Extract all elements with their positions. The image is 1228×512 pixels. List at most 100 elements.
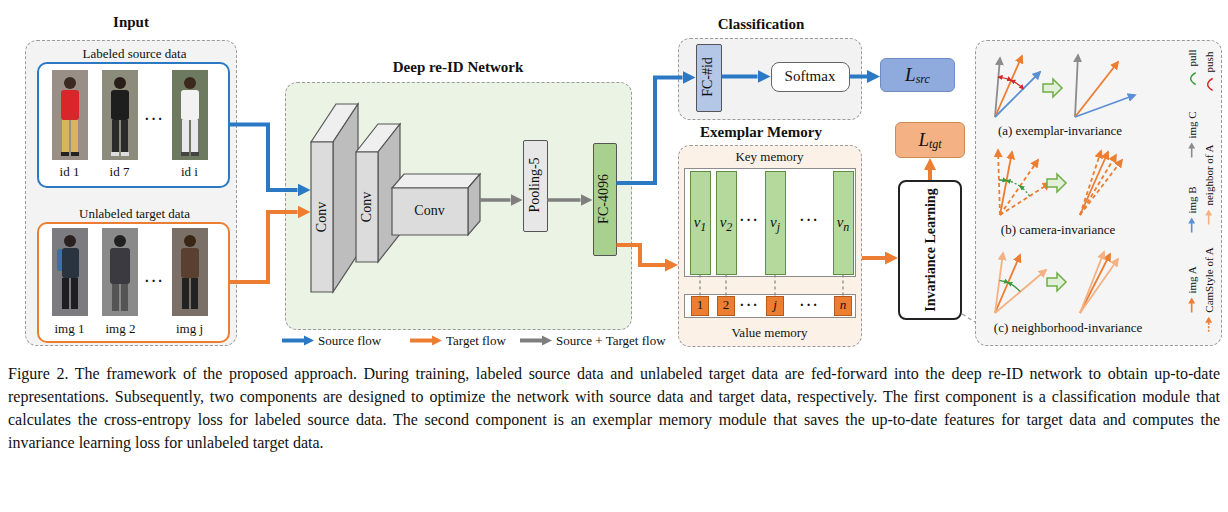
legend-label: img A [1186,266,1199,293]
legend-label: push [1203,52,1216,73]
node-label: src [916,73,930,87]
legend-label: Target flow [446,334,506,349]
flow-connector [774,275,775,296]
flow-connector [480,198,511,202]
node-label: ··· [144,111,164,127]
fc-layer: FC-#id [696,44,722,112]
legend-sample [1187,71,1197,87]
legend-item: push [1203,52,1216,93]
push-arc [998,77,1011,80]
figure-caption: Figure 2. The framework of the proposed … [8,362,1220,454]
person-leg [121,284,128,311]
value-slot: 2 [717,296,735,316]
person-leg [191,278,198,309]
value-slot: n [834,296,852,316]
node-label: tgt [929,138,942,152]
step-arrow [1047,273,1066,291]
node-label: 1 [700,221,706,235]
person-photo [52,228,88,316]
legend-item: pull [1186,49,1199,86]
person-foot [121,152,129,156]
block-face [311,142,333,292]
feature-vector [1075,62,1118,117]
legend-label: CamStyle of A [1203,247,1216,312]
value-slot: 1 [691,296,709,316]
flow-connector [699,275,700,296]
node-label: Conv [414,203,444,219]
sample-head [1188,218,1195,224]
text-row: Softmax [772,63,849,91]
node-label: FC-4096 [596,174,612,224]
flow-connector [548,198,581,202]
person-torso [181,90,199,120]
fc-layer: FC-4096 [593,143,617,256]
flow-connector [617,78,683,184]
node-label: j [773,298,777,313]
pull-arc [999,280,1008,282]
memory-panel: Exemplar MemoryKey memory······v1v2vjvnV… [678,145,862,347]
legend-item: neighbor of A [1203,144,1216,225]
flow-connector [862,256,885,260]
person-photo [52,70,88,160]
sample-line [1191,303,1193,313]
sample-head [542,336,552,346]
legend-label: img C [1186,111,1199,138]
node-label: img j [176,321,203,336]
conv-block: Conv [392,174,480,235]
push-arc [1011,80,1023,88]
node-label: Key memory [735,149,803,164]
neighbor-vector [1080,252,1104,313]
person-leg [112,284,119,311]
node-label: FC-#id [700,57,716,97]
legend-label: Source + Target flow [556,334,666,349]
node-label: v [720,214,727,231]
sample-line [282,339,305,343]
node-label: Unlabeled target data [79,206,190,221]
person-foot [71,152,79,156]
input-panel: InputLabeled source dataid 1id 7···id iU… [25,40,237,346]
legend-label: pull [1186,49,1199,66]
pull-arc [1007,181,1020,187]
text-row: n [835,297,851,315]
node-label: v [837,214,844,231]
node-label: Deep re-ID Network [393,59,524,76]
vector-sketch [998,150,1122,215]
softmax-box: Softmax [771,62,850,92]
camstyle-vector [998,150,1000,215]
legend-item: img B [1186,186,1199,233]
flow-connector [230,212,298,282]
legend-sample [1187,143,1197,159]
camstyle-vector [1080,151,1101,215]
person-head [184,77,196,89]
source-data-box: Labeled source dataid 1id 7···id i [37,62,230,188]
sample-line [1191,223,1193,233]
text-row: v2 [717,172,736,274]
text-row: vn [834,172,853,274]
pooling-layer: Pooling-5 [523,140,548,232]
legend-label: img B [1186,186,1199,213]
node-label: ··· [799,212,819,228]
network-panel: Deep re-ID NetworkConvConvConvPooling-5F… [285,82,632,330]
sample-line [410,339,433,343]
sample-line [520,339,543,343]
loss-box: Ltgt [895,122,965,158]
block-face [392,188,468,235]
sample-head [1205,210,1212,216]
person-torso [62,248,79,278]
person-leg [182,120,189,152]
feature-vector [1075,95,1135,117]
legend-sample [1204,210,1214,226]
node-label: Input [113,14,149,31]
node-label: ··· [144,273,164,289]
text-row: j [767,297,783,315]
feature-vector [1080,152,1108,215]
person-photo [172,70,208,160]
sample-head [1188,298,1195,304]
text-row: 1 [692,297,708,315]
legend-label: neighbor of A [1203,144,1216,205]
sample-line [1208,322,1210,332]
node-label: Pooling-5 [526,157,542,212]
flow-connector [617,245,666,265]
feature-vector [995,255,1020,313]
